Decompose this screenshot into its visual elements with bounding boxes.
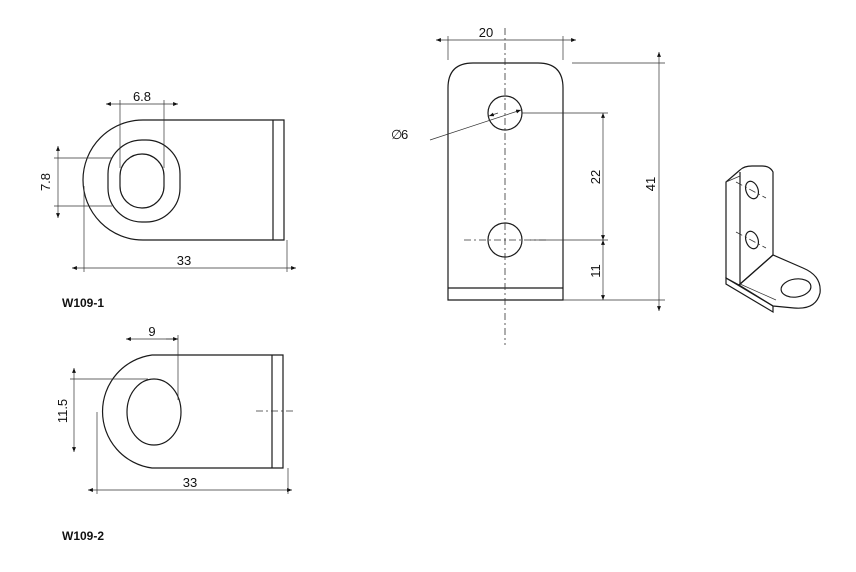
w109-1-outline xyxy=(82,119,285,241)
front-outline xyxy=(447,62,564,301)
w109-1-slot-outer xyxy=(107,139,181,223)
w109-1-width-label: 6.8 xyxy=(133,89,151,104)
iso-horizontal-leg xyxy=(737,254,821,309)
front-hole-label: 6 xyxy=(401,127,408,142)
w109-1-view: 6.8 7.8 33 W109-1 xyxy=(38,89,296,310)
w109-1-slot-inner xyxy=(119,153,165,209)
isometric-view xyxy=(725,165,821,314)
w109-2-length-label: 33 xyxy=(183,475,197,490)
w109-1-length-label: 33 xyxy=(177,253,191,268)
w109-2-view: 9 11.5 33 W109-2 xyxy=(55,324,296,543)
w109-2-height-label: 11.5 xyxy=(55,399,70,423)
front-hole-symbol: ∅ xyxy=(391,127,402,142)
w109-1-height-label: 7.8 xyxy=(38,173,53,191)
w109-2-hole xyxy=(126,378,182,446)
iso-vertical-leg xyxy=(725,165,774,286)
front-view: 20 ∅ 6 22 11 41 xyxy=(391,25,665,345)
front-bottom-label: 11 xyxy=(588,264,603,278)
w109-2-outline xyxy=(102,354,284,469)
iso-slot xyxy=(780,278,812,298)
w109-1-label: W109-1 xyxy=(62,296,104,310)
front-width-label: 20 xyxy=(479,25,493,40)
front-total-label: 41 xyxy=(643,177,658,191)
w109-2-width-label: 9 xyxy=(148,324,155,339)
iso-hole-bottom xyxy=(744,230,760,250)
front-spacing-label: 22 xyxy=(588,170,603,184)
iso-hole-top xyxy=(744,180,760,200)
w109-2-label: W109-2 xyxy=(62,529,104,543)
front-hole-leader xyxy=(429,109,522,141)
